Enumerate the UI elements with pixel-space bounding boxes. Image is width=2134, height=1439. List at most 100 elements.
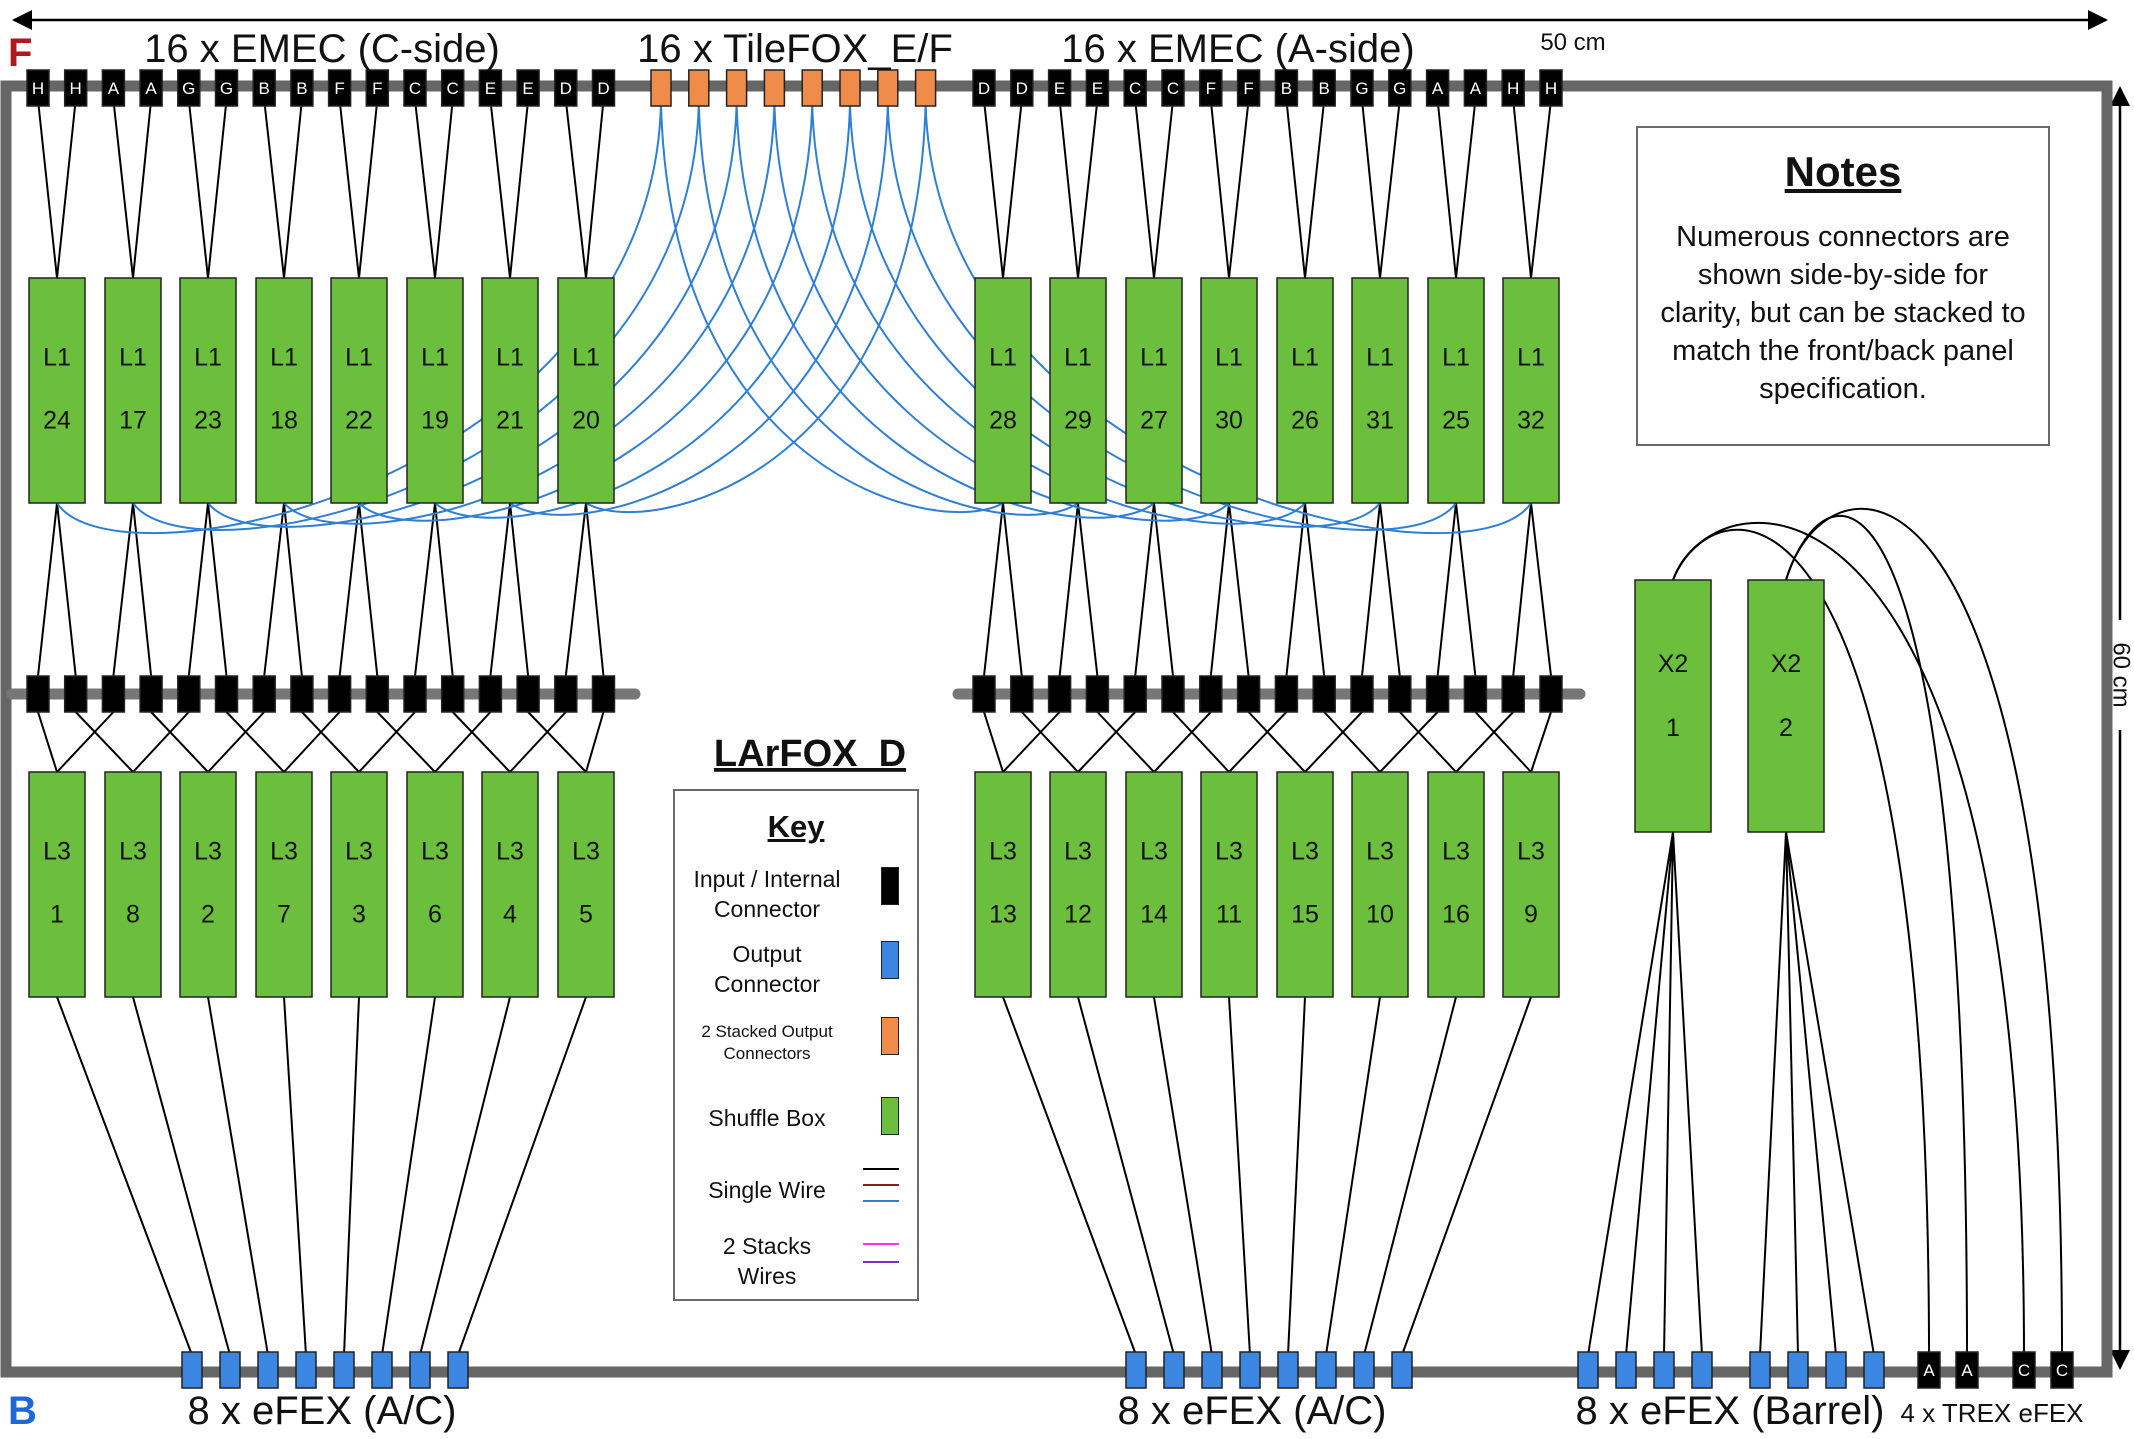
height-dimension-label: 60 cm	[2108, 642, 2134, 707]
input-connector-top-right	[1501, 69, 1525, 107]
width-dimension-label: 50 cm	[1540, 29, 1605, 56]
shuffle-box-l1-left-stage: L1	[43, 344, 71, 372]
wire-l1-to-internal	[358, 502, 379, 677]
tilefox-stacked-connector	[725, 69, 748, 107]
wire-top-to-l1	[1153, 99, 1174, 279]
input-connector-top-right-letter: F	[1206, 79, 1216, 98]
output-connector-efex-mid	[1201, 1351, 1223, 1389]
wire-l1-to-internal	[1530, 502, 1552, 677]
wire-l3-to-output	[207, 996, 269, 1356]
wire-top-to-l1	[1512, 99, 1532, 279]
shuffle-box-l3-right-stage: L3	[1064, 838, 1092, 866]
internal-connector-left	[516, 675, 540, 713]
wire-internal-to-l3	[1228, 711, 1288, 773]
notes-panel: Notes Numerous connectors are shown side…	[1636, 126, 2050, 446]
wire-top-to-l1	[983, 99, 1004, 279]
trex-connector	[2012, 1351, 2036, 1389]
input-connector-top-right	[1199, 69, 1223, 107]
shuffle-box-l3-left-stage: L3	[572, 838, 600, 866]
output-connector-efex-barrel	[1615, 1351, 1637, 1389]
trex-connector	[1955, 1351, 1979, 1389]
shuffle-box-l1-left	[255, 277, 313, 504]
wire-top-to-l1	[187, 99, 209, 279]
wire-l1-to-internal	[983, 502, 1004, 677]
shuffle-box-l3-left-stage: L3	[119, 838, 147, 866]
internal-connector-left	[327, 675, 352, 713]
shuffle-box-l3-left-stage: L3	[345, 838, 373, 866]
wire-l1-to-internal	[112, 502, 134, 677]
key-label-shuffle-box: Shuffle Box	[708, 1105, 826, 1131]
wire-l3-to-output	[1153, 996, 1213, 1356]
input-connector-top-right-letter: H	[1507, 79, 1519, 98]
internal-connector-left	[290, 675, 314, 713]
shuffle-box-l1-left-number: 18	[270, 407, 298, 435]
wire-internal-to-l3	[1002, 711, 1061, 773]
key-line-single-blue	[863, 1200, 899, 1202]
output-connector-efex-mid	[1277, 1351, 1299, 1389]
wire-l1-to-internal	[564, 502, 587, 677]
wire-l1-to-internal	[1512, 502, 1532, 677]
internal-connector-left	[139, 675, 163, 713]
shapes-layer: L124L117L123L118L122L119L121L120L128L129…	[26, 69, 2074, 1389]
tilefox-stacked-connector	[763, 69, 786, 107]
internal-connector-left	[403, 675, 427, 713]
wire-l3-to-output	[1002, 996, 1137, 1356]
wire-x2-to-barrel	[1759, 831, 1787, 1356]
wire-top-to-l1	[263, 99, 285, 279]
wire-top-to-l1	[37, 99, 58, 279]
wire-top-to-l1	[112, 99, 134, 279]
shuffle-box-l1-right-stage: L1	[1291, 344, 1319, 372]
wire-tilefox-blue	[811, 103, 1306, 525]
efex-barrel-label: 8 x eFEX (Barrel)	[1576, 1389, 1885, 1433]
input-connector-top-left-letter: E	[485, 79, 496, 98]
input-connector-top-right-letter: D	[1016, 79, 1028, 98]
input-connector-top-right	[1463, 69, 1488, 107]
internal-connector-right	[972, 675, 996, 713]
shuffle-box-l3-left	[557, 771, 615, 998]
wire-top-to-l1	[585, 99, 605, 279]
wire-l1-to-internal	[283, 502, 303, 677]
shuffle-box-l3-right	[1125, 771, 1183, 998]
input-connector-top-left-letter: F	[334, 79, 344, 98]
shuffle-box-l3-right-stage: L3	[1517, 838, 1545, 866]
wire-l1-to-internal	[585, 502, 605, 677]
wire-internal-to-l3	[1077, 711, 1136, 773]
shuffle-box-l1-right-stage: L1	[1064, 344, 1092, 372]
shuffle-box-l3-right	[1200, 771, 1258, 998]
input-connector-top-left	[101, 69, 126, 107]
internal-connector-left	[365, 675, 390, 713]
wire-internal-to-l3	[509, 711, 567, 773]
shuffle-box-l1-right	[1502, 277, 1560, 504]
shuffle-box-l3-right-number: 16	[1442, 901, 1470, 929]
wire-l1-to-internal	[414, 502, 436, 677]
shuffle-box-l1-left-stage: L1	[496, 344, 524, 372]
internal-connector-right	[1010, 675, 1034, 713]
wire-l1-to-internal	[1361, 502, 1381, 677]
wire-internal-to-l3	[132, 711, 190, 773]
diagram-title: LArFOX_D	[714, 733, 906, 775]
input-connector-top-right	[1425, 69, 1450, 107]
wire-top-to-l1	[1455, 99, 1477, 279]
wire-l3-to-output	[457, 996, 587, 1356]
input-connector-top-right-letter: C	[1167, 79, 1179, 98]
output-connector-efex-mid	[1125, 1351, 1147, 1389]
wire-l1-to-internal	[1228, 502, 1250, 677]
shuffle-box-l3-left-number: 6	[428, 901, 442, 929]
input-connector-top-right-letter: B	[1319, 79, 1330, 98]
shuffle-box-l1-left	[104, 277, 162, 504]
trex-connector	[2050, 1351, 2074, 1389]
wire-internal-to-l3	[74, 711, 134, 773]
shuffle-box-x2-number: 2	[1779, 714, 1793, 742]
wire-internal-to-l3	[1304, 711, 1363, 773]
shuffle-box-l1-right-stage: L1	[989, 344, 1017, 372]
shuffle-box-l1-left-number: 20	[572, 407, 600, 435]
wire-internal-to-l3	[1172, 711, 1230, 773]
shuffle-box-l1-right	[1351, 277, 1409, 504]
shuffle-box-l3-right	[1049, 771, 1107, 998]
shuffle-box-l1-right	[1276, 277, 1334, 504]
internal-connector-right	[1350, 675, 1374, 713]
shuffle-box-l3-left	[179, 771, 237, 998]
notes-title: Notes	[1784, 148, 1902, 195]
shuffle-box-l1-right-number: 31	[1366, 407, 1394, 435]
internal-connector-left	[101, 675, 126, 713]
